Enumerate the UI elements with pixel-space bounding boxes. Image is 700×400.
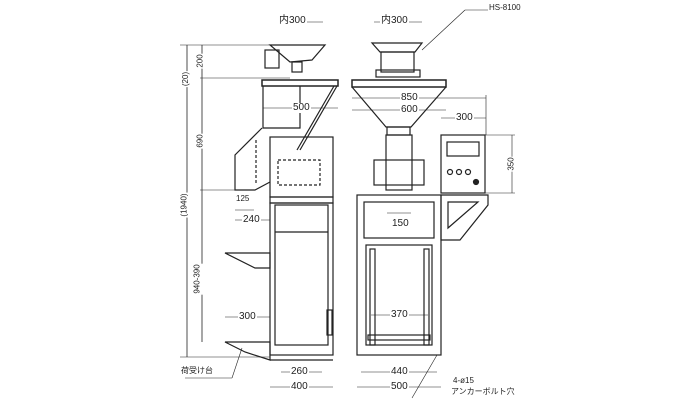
dim-150-label: 150 <box>391 218 410 229</box>
side-inner-width-label: 内300 <box>278 15 307 26</box>
dim-600-label: 600 <box>400 104 419 115</box>
dim-1940-label: (1940) <box>179 192 190 218</box>
front-view <box>351 9 520 399</box>
anchor-holes-label: 4-ø15 <box>452 376 475 386</box>
dim-850-label: 850 <box>400 92 419 103</box>
dim-125-label: 125 <box>235 194 251 204</box>
dim-20-label: (20) <box>181 70 192 88</box>
side-dim-300-label: 300 <box>238 311 257 322</box>
anchor-note-label: アンカーボルト穴 <box>450 387 516 397</box>
dim-440-label: 440 <box>390 366 409 377</box>
receiving-table-label: 荷受け台 <box>180 366 214 376</box>
side-view <box>180 21 339 388</box>
front-inner-width-label: 内300 <box>380 15 409 26</box>
model-label: HS-8100 <box>488 3 522 13</box>
front-dim-500-label: 500 <box>390 381 409 392</box>
side-dim-500-label: 500 <box>292 102 311 113</box>
front-dim-300-label: 300 <box>455 112 474 123</box>
dim-350-label: 350 <box>506 156 517 172</box>
dim-240-label: 240 <box>242 214 261 225</box>
dim-400-label: 400 <box>290 381 309 392</box>
dim-940-390-label: 940-390 <box>192 263 203 295</box>
dim-370-label: 370 <box>390 309 409 320</box>
dim-690-label: 690 <box>195 133 206 149</box>
dim-200-label: 200 <box>195 53 206 69</box>
dim-260-label: 260 <box>290 366 309 377</box>
